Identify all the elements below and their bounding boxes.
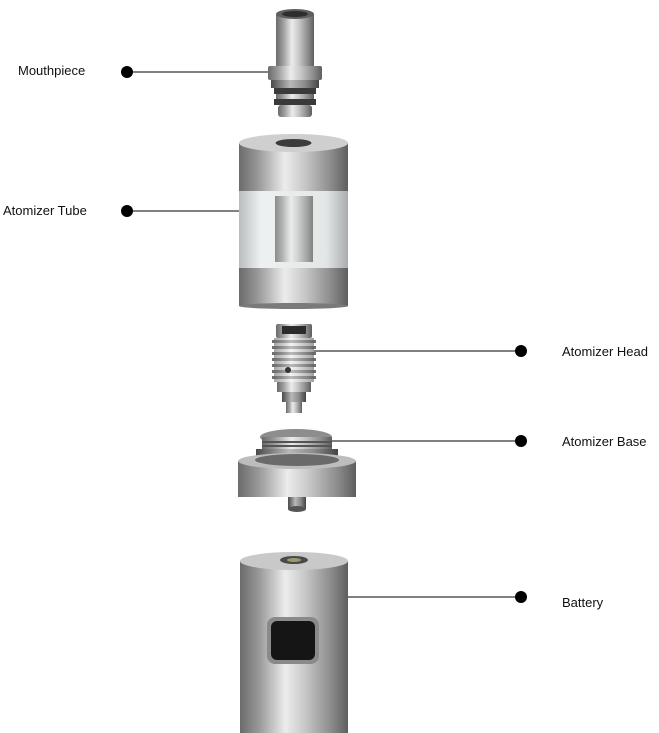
- callout-atomizer-tube: [121, 205, 239, 217]
- callout-mouthpiece: [121, 66, 268, 78]
- atomizer-head-part: [272, 324, 316, 413]
- label-mouthpiece: Mouthpiece: [18, 63, 86, 78]
- atomizer-base-part: [238, 429, 356, 512]
- label-battery: Battery: [562, 595, 604, 610]
- callout-atomizer-head: [314, 345, 527, 357]
- atomizer-tube-part: [239, 134, 348, 309]
- mouthpiece-part: [268, 9, 322, 117]
- callout-battery: [348, 591, 527, 603]
- label-atomizer-head: Atomizer Head: [562, 344, 648, 359]
- callout-atomizer-base: [332, 435, 527, 447]
- battery-part: [240, 552, 348, 733]
- label-atomizer-tube: Atomizer Tube: [3, 203, 87, 218]
- label-atomizer-base: Atomizer Base: [562, 434, 647, 449]
- fire-button-icon: [271, 621, 315, 660]
